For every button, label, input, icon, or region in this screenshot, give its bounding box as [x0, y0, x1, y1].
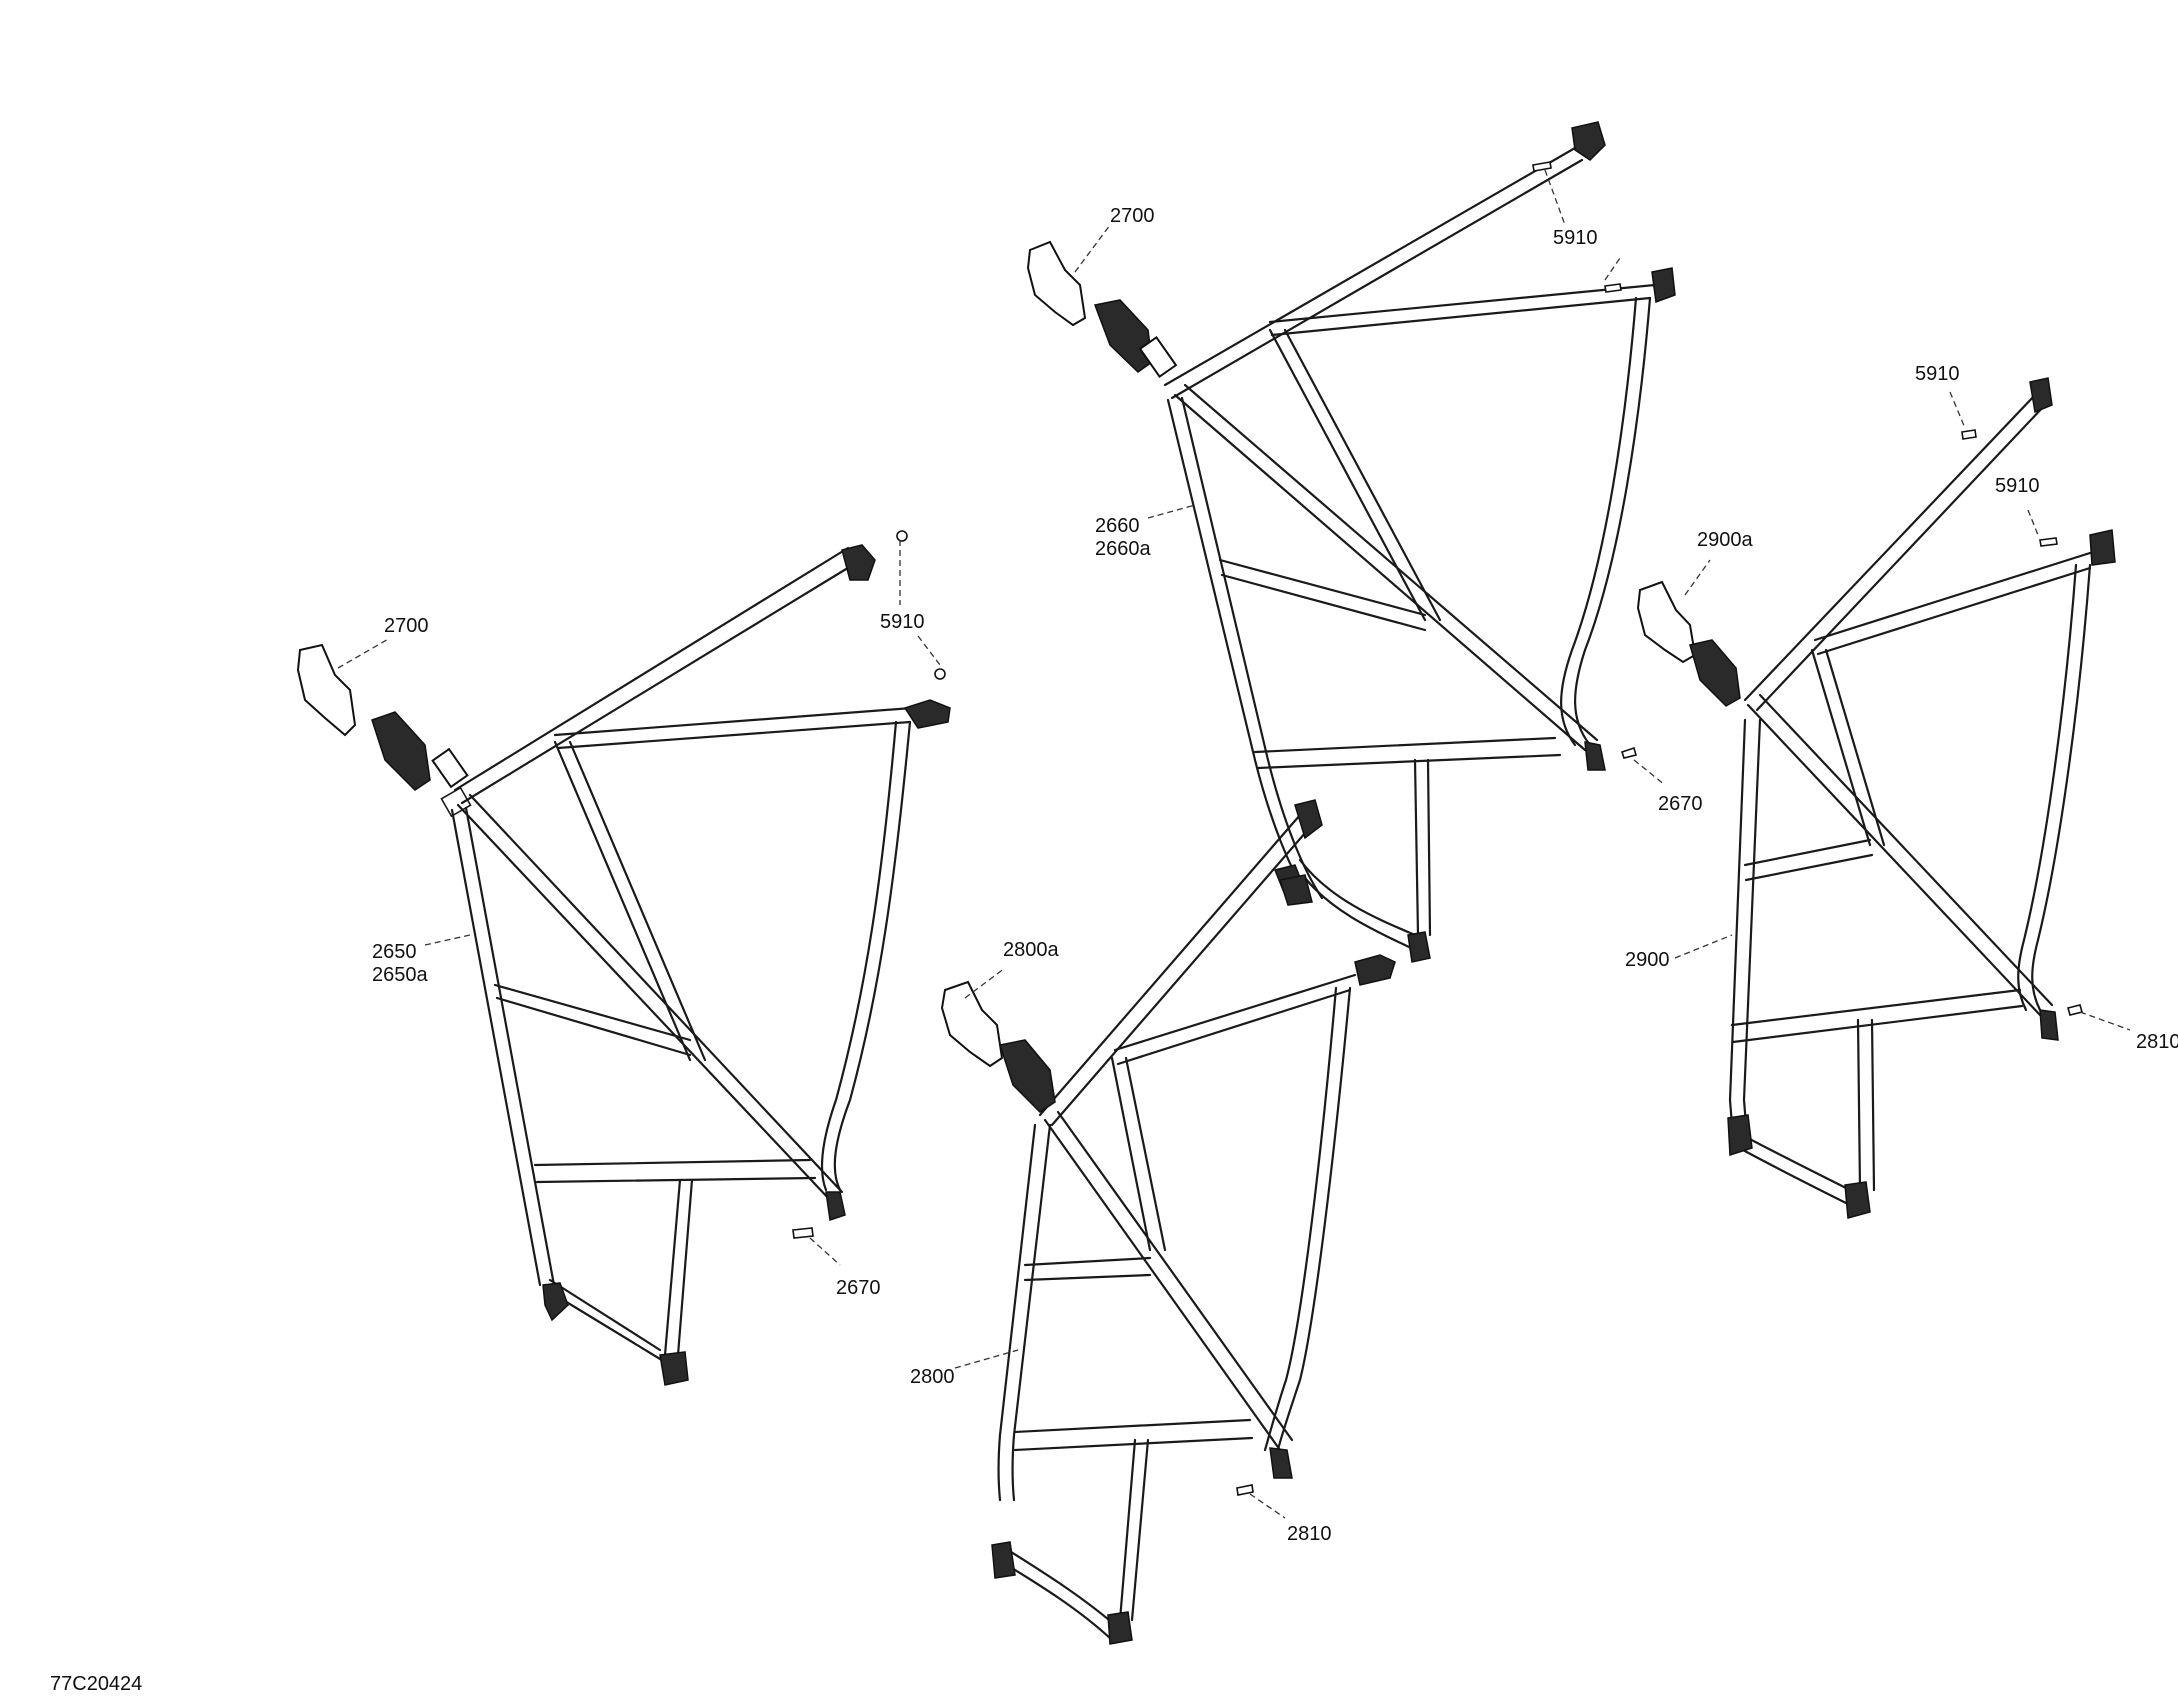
label-5910-a: 5910	[880, 611, 925, 633]
net-assembly-2800	[940, 799, 1396, 1645]
label-2700-a: 2700	[384, 615, 429, 637]
label-2660a: 2660a	[1095, 538, 1151, 560]
net-assembly-2650	[296, 530, 951, 1386]
buckle-handle-2700-b	[1026, 240, 1087, 327]
label-5910-d-mid: 5910	[1995, 475, 2040, 497]
label-2670-a: 2670	[836, 1277, 881, 1299]
label-5910-d-top: 5910	[1915, 363, 1960, 385]
label-2670-b: 2670	[1658, 793, 1703, 815]
label-5910-b: 5910	[1553, 227, 1598, 249]
buckle-handle-2800a	[940, 980, 1004, 1068]
label-2810-d: 2810	[2136, 1031, 2178, 1053]
label-2800a: 2800a	[1003, 939, 1059, 961]
drawing-code: 77C20424	[50, 1673, 142, 1695]
buckle-handle-2900a	[1636, 580, 1697, 664]
buckle-handle-2700-a	[296, 643, 357, 737]
label-2660: 2660	[1095, 515, 1140, 537]
label-2800: 2800	[910, 1366, 955, 1388]
label-2650: 2650	[372, 941, 417, 963]
label-2700-b: 2700	[1110, 205, 1155, 227]
label-2900: 2900	[1625, 949, 1670, 971]
label-2810-c: 2810	[1287, 1523, 1332, 1545]
label-2650a: 2650a	[372, 964, 428, 986]
label-2900a: 2900a	[1697, 529, 1753, 551]
net-assembly-2900	[1636, 377, 2131, 1219]
